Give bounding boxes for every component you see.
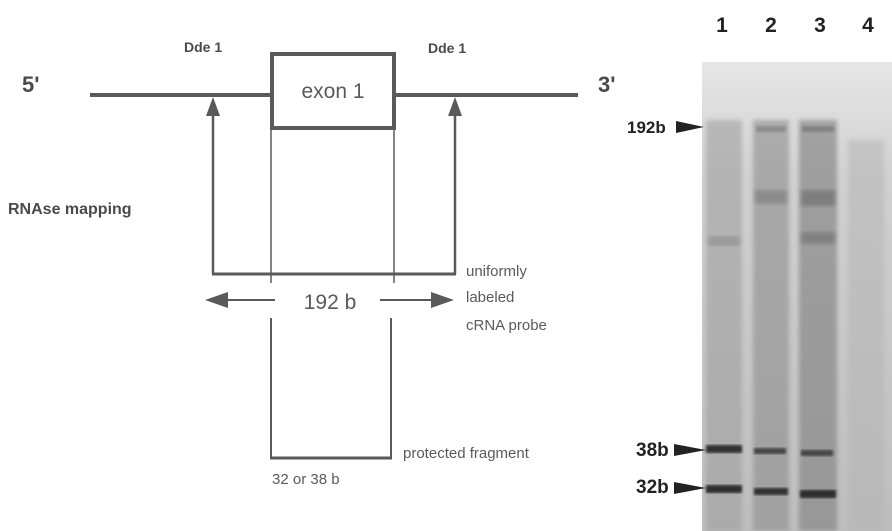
schematic (90, 54, 578, 459)
gel-band-mid2-lane1 (708, 236, 740, 246)
size-arrow-left-head (205, 292, 228, 308)
gel-band-38-lane1 (706, 445, 742, 453)
protected-fragment-label: protected fragment (403, 445, 530, 462)
probe-desc-line3: cRNA probe (466, 317, 547, 334)
gel-band-32-lane2 (754, 488, 788, 495)
marker-32b-label: 32b (636, 477, 669, 498)
lane-1-label: 1 (716, 14, 728, 37)
probe-desc-line2: labeled (466, 289, 514, 306)
fragment-size-label: 32 or 38 b (272, 471, 340, 488)
five-prime-label: 5' (22, 72, 39, 97)
dde-right-arrow-head (448, 97, 462, 116)
marker-192b-label: 192b (627, 118, 666, 137)
gel-band-38-lane2 (754, 448, 786, 454)
size-arrow-right-head (431, 292, 454, 308)
lane-3-label: 3 (814, 14, 826, 37)
exon-label: exon 1 (301, 80, 364, 103)
lane-2-label: 2 (765, 14, 777, 37)
probe-desc-line1: uniformly (466, 263, 527, 280)
gel-band-38-lane3 (801, 450, 833, 456)
gel-band-192-lane3 (802, 126, 834, 132)
gel-lane-4-smear (848, 140, 884, 531)
three-prime-label: 3' (598, 72, 615, 97)
dde-site-left-label: Dde 1 (184, 39, 222, 55)
method-label: RNAse mapping (8, 201, 132, 218)
gel-lane-3-smear (799, 120, 837, 531)
gel-band-32-lane3 (800, 490, 836, 498)
gel-band-mid2-lane3 (801, 232, 835, 244)
dde-left-arrow-head (206, 97, 220, 116)
gel-band-192-lane2 (756, 126, 786, 132)
marker-32b-arrow (674, 482, 706, 494)
gel-lane-2-smear (753, 120, 789, 531)
lane-4-label: 4 (862, 14, 874, 37)
marker-38b-arrow (674, 444, 706, 456)
gel-band-mid-lane2 (755, 190, 787, 204)
gel-panel (702, 62, 892, 531)
probe-length-label: 192 b (304, 291, 357, 314)
gel-lane-1-smear (706, 120, 742, 531)
gel-band-32-lane1 (706, 485, 742, 493)
dde-site-right-label: Dde 1 (428, 40, 466, 56)
marker-192b-arrow (676, 121, 704, 133)
marker-38b-label: 38b (636, 440, 669, 461)
gel-band-mid-lane3 (801, 190, 835, 206)
